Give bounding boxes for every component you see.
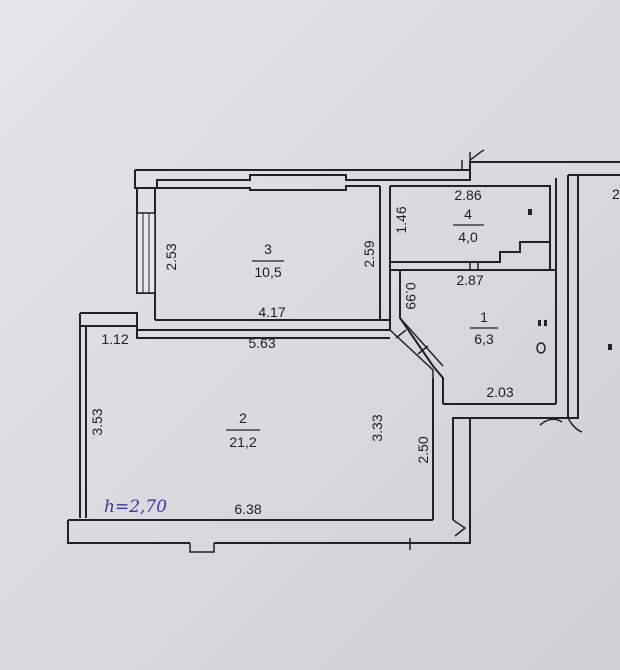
ceiling-height-note: h=2,70 [104, 497, 167, 517]
room2-left-wall [79, 326, 87, 518]
dim-room3-bottom: 4.17 [258, 304, 285, 320]
fixture-dot-4 [608, 344, 612, 350]
dim-room1-bottom: 2.03 [486, 384, 513, 400]
dim-room1-left: 0.99 [403, 282, 419, 309]
room1-bottom-wall [443, 403, 568, 419]
room2-area: 21,2 [229, 434, 256, 450]
dim-room3-right: 2.59 [361, 240, 377, 267]
room3-number: 3 [264, 241, 272, 257]
room2-number: 2 [239, 410, 247, 426]
room4-door [469, 262, 479, 270]
fixture-oval [536, 342, 546, 354]
room4-number: 4 [464, 206, 472, 222]
fixture-dot-2 [538, 320, 541, 326]
room3-window [136, 212, 156, 294]
right-wall-far [567, 174, 620, 419]
dimension-labels: 2.86 1.46 2.87 2.53 2.59 4.17 0.99 2.03 … [89, 186, 620, 517]
door-diagonal [389, 317, 444, 520]
dim-room4-bottom: 2.87 [456, 272, 483, 288]
bottom-right-arc [539, 417, 583, 433]
fixtures [528, 209, 612, 354]
dim-room2-right: 2.50 [415, 436, 431, 463]
fixture-dot-1 [528, 209, 532, 215]
room-labels: 1 6,3 2 21,2 3 10,5 4 4,0 [226, 206, 498, 450]
door-ticks [395, 329, 429, 355]
dim-edge-fragment: 2 [612, 186, 620, 202]
top-outer-wall-edge [135, 162, 471, 171]
room2-bottom-wall [67, 417, 471, 544]
dim-room2-left: 3.53 [89, 408, 105, 435]
fixture-dot-3 [544, 320, 547, 326]
room3-area: 10,5 [254, 264, 281, 280]
dim-room2-top-left: 1.12 [101, 331, 128, 347]
dim-room2-top: 5.63 [248, 335, 275, 351]
dim-room2-bottom: 6.38 [234, 501, 261, 517]
room2-top-wall [79, 312, 390, 339]
room1-number: 1 [480, 309, 488, 325]
room3-window-lines [142, 213, 150, 293]
room4-walls [390, 178, 557, 270]
entrance-marks [189, 519, 467, 553]
walls [67, 149, 620, 553]
room1-area: 6,3 [474, 331, 494, 347]
room3-bottom-wall [155, 319, 390, 331]
top-door-arc [461, 149, 485, 170]
top-inner-wall-line [157, 185, 380, 191]
dim-room4-height: 1.46 [393, 206, 409, 233]
room1-left-wall [389, 270, 444, 404]
room4-area: 4,0 [458, 229, 478, 245]
dim-room2-right-inner: 3.33 [369, 414, 385, 441]
dim-room3-left: 2.53 [163, 243, 179, 270]
dim-room4-width: 2.86 [454, 187, 481, 203]
top-outer-wall [134, 161, 620, 189]
